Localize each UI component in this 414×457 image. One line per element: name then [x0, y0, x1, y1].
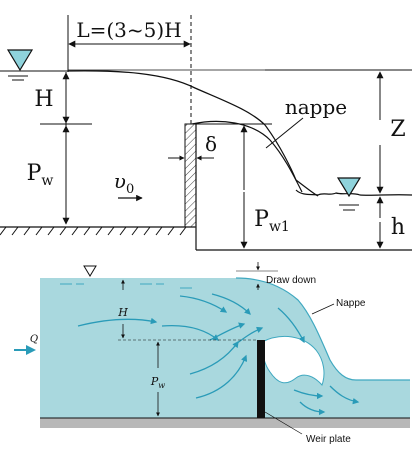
nappe-label: nappe: [285, 95, 347, 119]
length-label: L=(3~5)H: [76, 18, 181, 42]
channel-floor: [40, 418, 410, 428]
upstream-weir-height-label: Pw: [27, 161, 54, 189]
weir-plate-pointer: [264, 411, 303, 435]
velocity-label: υ0: [114, 169, 134, 197]
flow-arrows: [77, 293, 360, 416]
flow-label: Q: [30, 334, 38, 345]
draw-down-label: Draw down: [266, 275, 316, 286]
bottom-diagram: Q H Pw Draw down Nappe Weir plate: [14, 262, 410, 445]
nappe-surface-line: [235, 277, 410, 381]
tailwater-depth-label: h: [391, 215, 405, 240]
weir-wall: [184, 123, 197, 228]
air-cavity: [261, 335, 325, 386]
head-label: H: [117, 306, 128, 319]
upstream-water-body: [40, 278, 410, 418]
nappe-pointer: [311, 303, 335, 315]
top-diagram: L=(3~5)H H Pw υ0: [0, 15, 413, 251]
tailwater-surface: [295, 189, 413, 196]
free-surface-curve: [67, 70, 266, 126]
drop-label: Z: [390, 117, 405, 142]
nappe-pointer: [265, 117, 304, 149]
downstream-weir-height-label: Pw1: [254, 207, 290, 235]
weir-height-label: Pw: [150, 375, 165, 390]
upper-nappe-curve: [264, 124, 319, 197]
upstream-bed-hatch: [0, 226, 187, 236]
head-label: H: [34, 87, 53, 112]
surface-ripples: [60, 283, 192, 289]
thickness-label: δ: [205, 132, 217, 156]
water-surface-marker-icon: [83, 265, 97, 277]
weir-plate-label: Weir plate: [306, 434, 351, 445]
lower-nappe-curve: [191, 120, 303, 193]
downstream-marker-icon: [336, 177, 362, 198]
weir-plate: [257, 340, 265, 418]
water-surface-marker-icon: [6, 49, 34, 72]
nappe-label: Nappe: [336, 298, 366, 309]
